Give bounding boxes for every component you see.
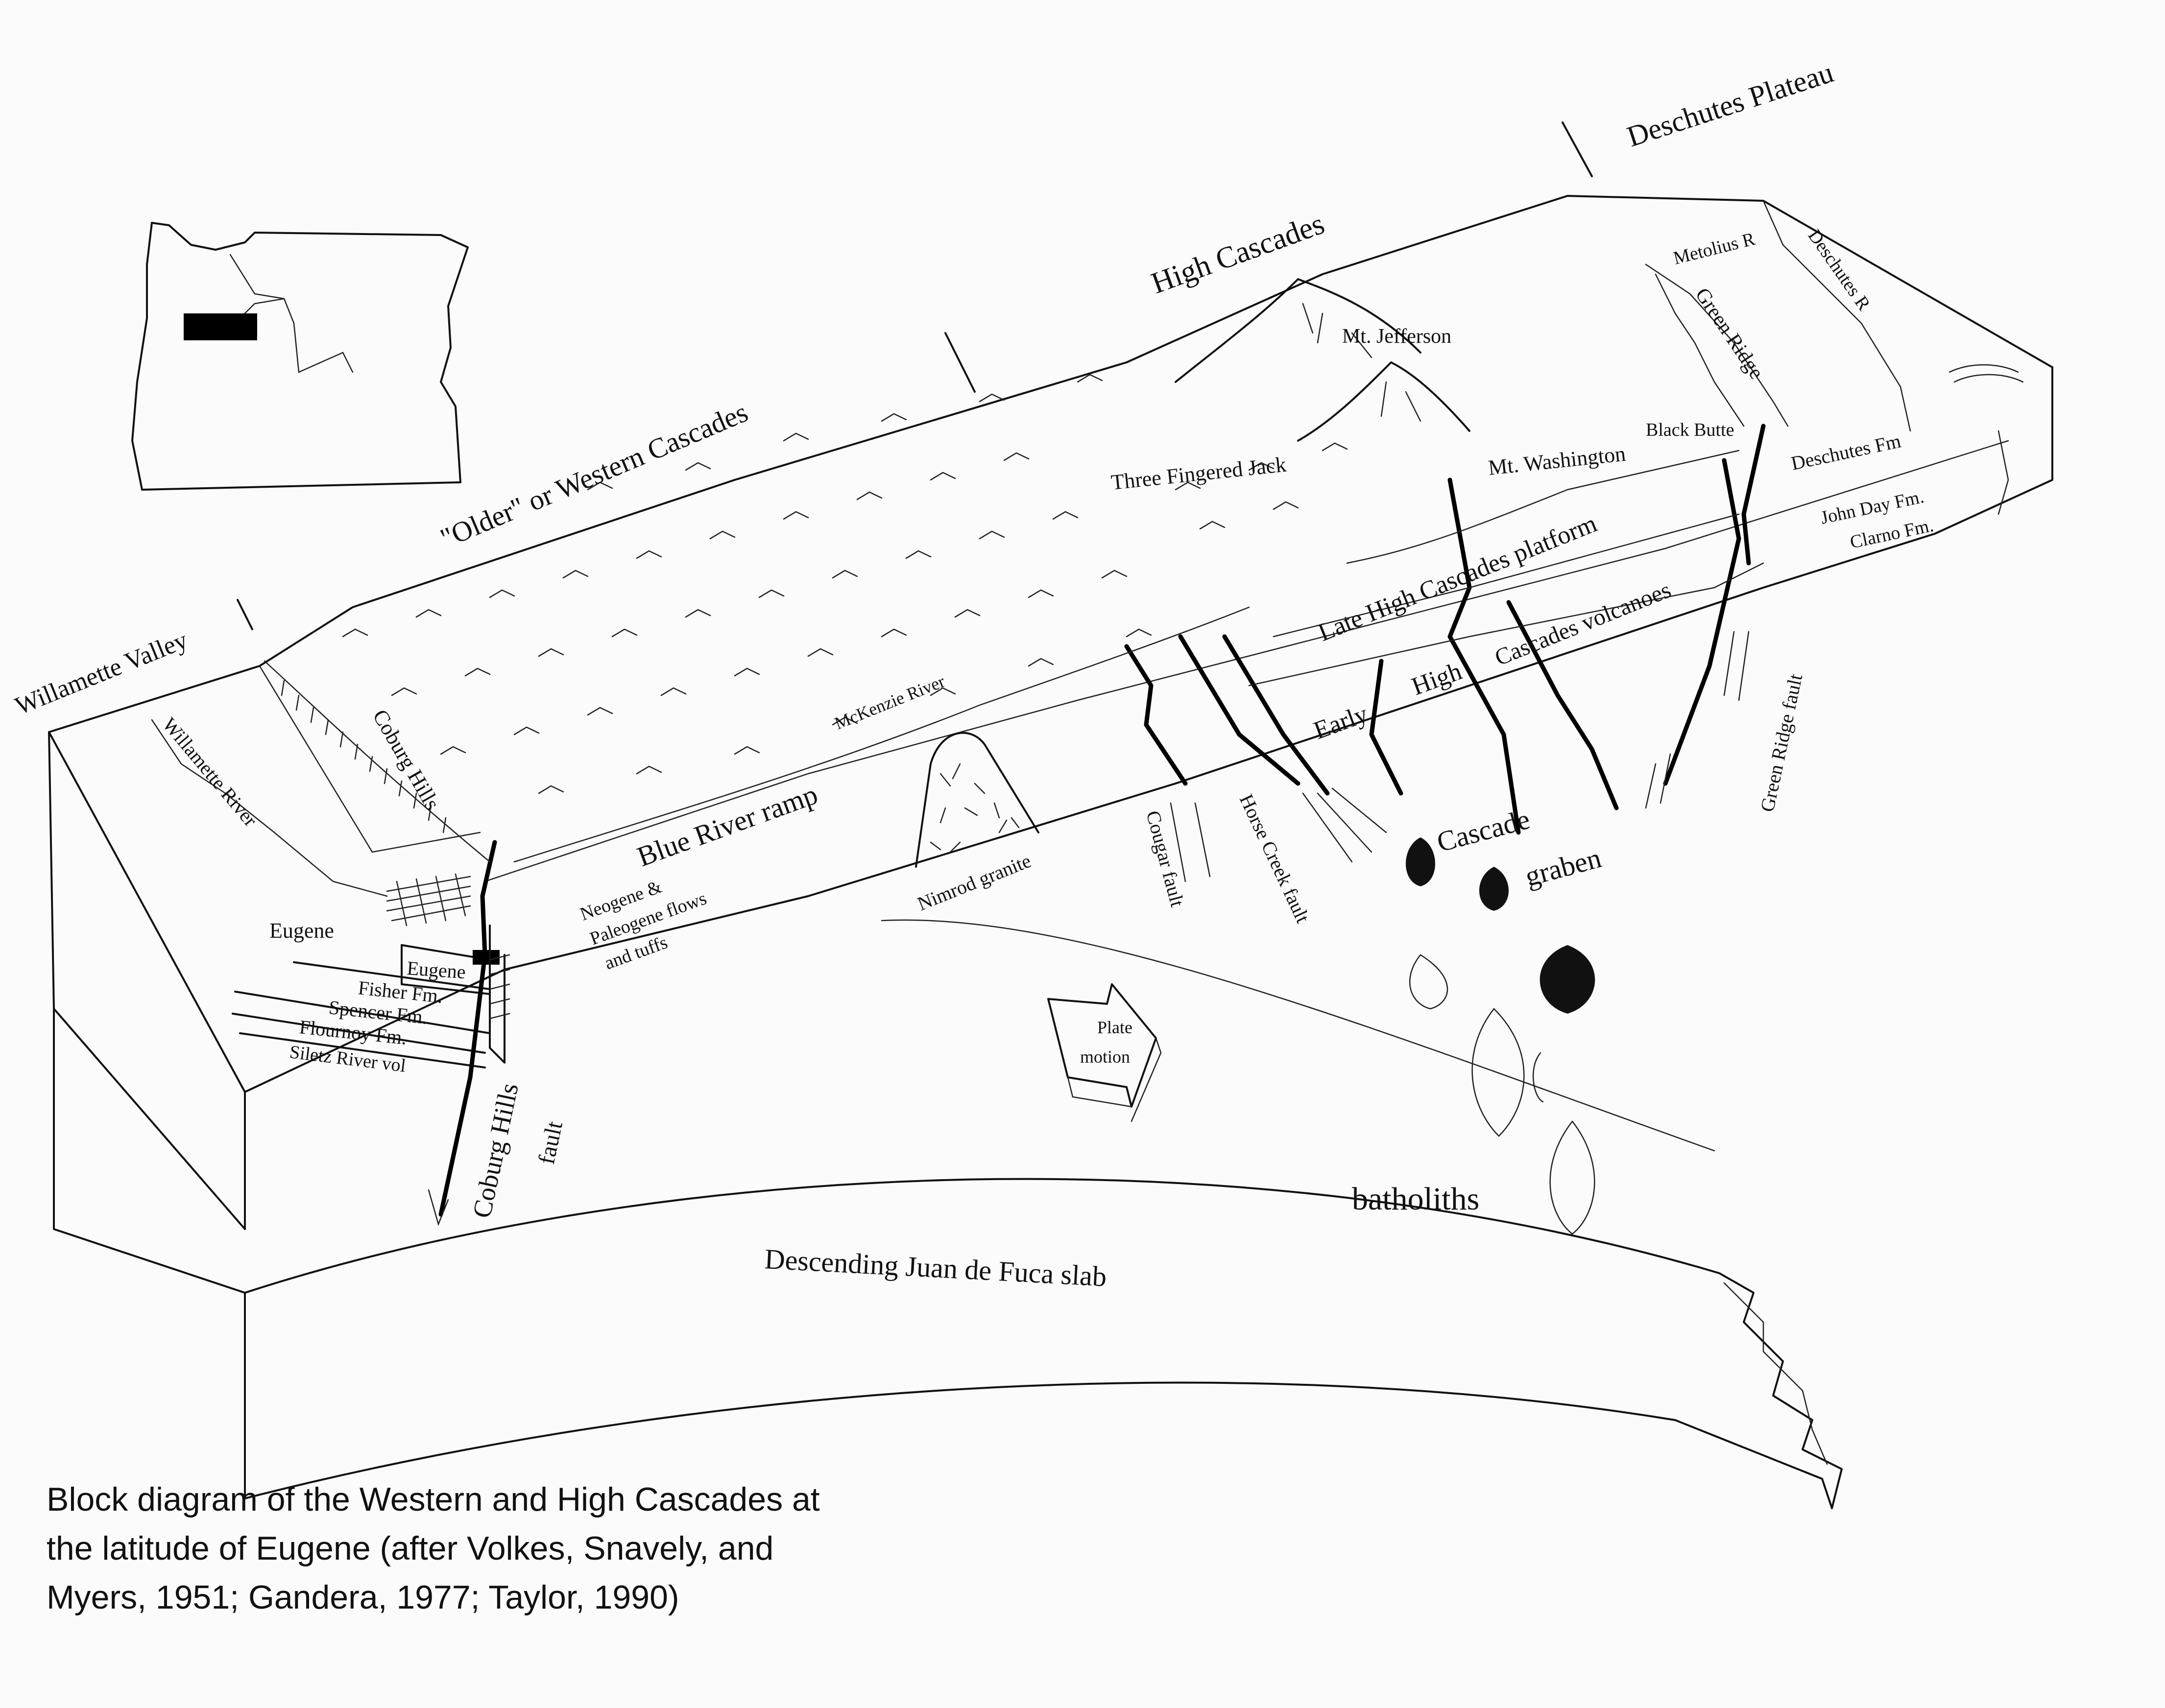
upper-crust-block <box>48 195 2053 1230</box>
label-eugene-formation: Eugene <box>406 957 466 983</box>
label-green-ridge-fault: Green Ridge fault <box>1756 672 1807 814</box>
magma-diapirs <box>1406 837 1595 1235</box>
label-blue-river-ramp: Blue River ramp <box>633 778 821 873</box>
nimrod-granite <box>915 732 1039 868</box>
coburg-hills-hachures <box>264 660 491 863</box>
label-coburg-hills: Coburg Hills <box>368 706 444 814</box>
deschutes-region <box>1645 200 2024 515</box>
label-deschutes-plateau: Deschutes Plateau <box>1623 56 1837 153</box>
stratigraphic-layers <box>232 925 510 1068</box>
label-three-fingered-jack: Three Fingered Jack <box>1110 452 1287 495</box>
caption-line-3: Myers, 1951; Gandera, 1977; Taylor, 1990… <box>47 1579 679 1616</box>
label-batholiths: batholiths <box>1352 1181 1479 1217</box>
oregon-locator-map <box>131 222 469 491</box>
label-graben: graben <box>1522 842 1605 893</box>
label-black-butte: Black Butte <box>1646 420 1734 440</box>
label-cascade: Cascade <box>1434 803 1533 858</box>
label-high-cascades: High Cascades <box>1147 207 1329 301</box>
graben-faults <box>1124 424 1766 882</box>
figure-caption: Block diagram of the Western and High Ca… <box>47 1481 820 1616</box>
label-horse-creek-fault: Horse Creek fault <box>1235 791 1314 926</box>
diagram-labels: Deschutes Plateau High Cascades "Older" … <box>11 56 1935 1292</box>
label-descending-slab: Descending Juan de Fuca slab <box>764 1243 1107 1292</box>
label-eugene-city: Eugene <box>269 919 334 943</box>
label-willamette-river: Willamette River <box>158 713 262 831</box>
label-coburg-hills-fault-2: fault <box>533 1119 568 1167</box>
label-early: Early <box>1310 700 1371 745</box>
study-area-marker <box>184 313 257 340</box>
label-high: High <box>1408 657 1466 701</box>
range-dividers <box>237 121 1593 630</box>
caption-line-2: the latitude of Eugene (after Volkes, Sn… <box>47 1530 773 1567</box>
eugene-city-hatch <box>386 873 471 926</box>
label-older-western-cascades: "Older" or Western Cascades <box>436 396 752 554</box>
high-cascades-platform <box>1248 450 1764 687</box>
juan-de-fuca-slab <box>53 1008 1843 1509</box>
coburg-hills-fault <box>428 840 497 1226</box>
label-willamette-valley: Willamette Valley <box>11 626 192 720</box>
label-nimrod-granite: Nimrod granite <box>914 850 1034 915</box>
rivers <box>151 606 1250 897</box>
label-metolius-river: Metolius R <box>1671 229 1757 269</box>
label-coburg-hills-fault-1: Coburg Hills <box>467 1081 524 1221</box>
label-plate: Plate <box>1097 1018 1132 1037</box>
label-deschutes-fm: Deschutes Fm <box>1789 429 1903 474</box>
western-cascades-texture <box>342 374 1348 794</box>
label-green-ridge: Green Ridge <box>1691 284 1768 383</box>
label-mt-jefferson: Mt. Jefferson <box>1342 325 1451 348</box>
high-cascades-peaks <box>1175 278 1470 442</box>
caption-line-1: Block diagram of the Western and High Ca… <box>47 1481 820 1518</box>
plate-motion-arrow <box>1047 983 1162 1122</box>
label-motion: motion <box>1080 1047 1130 1067</box>
label-mt-washington: Mt. Washington <box>1487 442 1627 480</box>
